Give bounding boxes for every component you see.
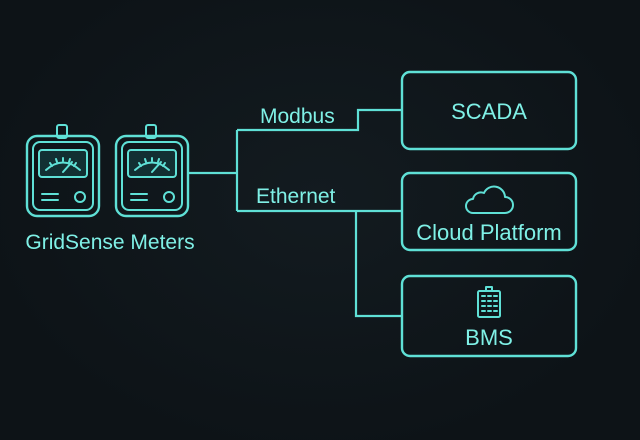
- scada-label: SCADA: [451, 99, 527, 124]
- bms-line: [354, 211, 402, 318]
- cloud-icon: [465, 185, 514, 214]
- building-icon: [477, 286, 501, 318]
- ethernet-label: Ethernet: [256, 185, 336, 208]
- meter-2: [114, 124, 190, 218]
- modbus-label: Modbus: [260, 105, 335, 128]
- connection-lines: [188, 108, 402, 318]
- meter-1: [25, 124, 101, 218]
- modbus-line: [237, 108, 402, 132]
- cloud-platform-label: Cloud Platform: [416, 220, 562, 245]
- bms-label: BMS: [465, 325, 513, 350]
- scada-node: SCADA: [400, 70, 578, 151]
- analog-meter-icon: [114, 124, 190, 218]
- analog-meter-icon: [25, 124, 101, 218]
- cloud-platform-node: Cloud Platform: [400, 171, 578, 252]
- meters-label: GridSense Meters: [25, 231, 194, 254]
- bms-node: BMS: [400, 274, 578, 358]
